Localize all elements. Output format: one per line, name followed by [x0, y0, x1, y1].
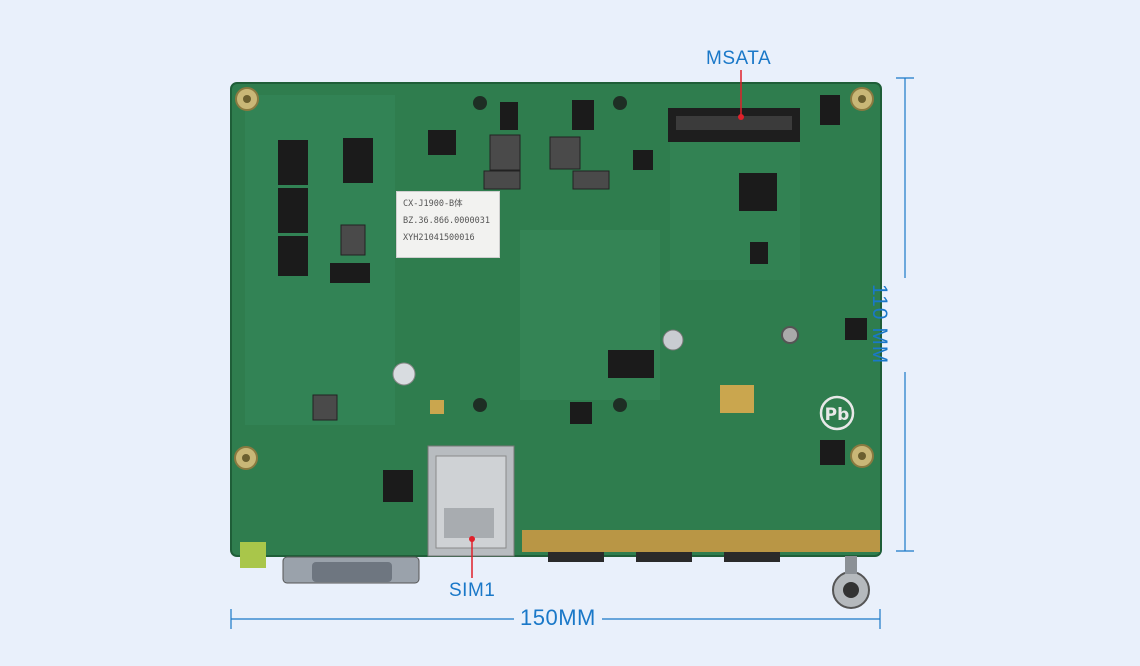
sticker-line-3: XYH21041500016 [403, 233, 475, 243]
board-sticker: CX-J1900-B体 BZ.36.866.0000031 XYH2104150… [396, 191, 500, 258]
sticker-line-1: CX-J1900-B体 [403, 199, 463, 209]
sim-pointer-dot [469, 536, 475, 542]
height-dimension-label: 110 MM [868, 284, 891, 365]
pb-logo-text: Pb [825, 405, 850, 425]
msata-label: MSATA [706, 48, 772, 69]
sticker-line-2: BZ.36.866.0000031 [403, 216, 490, 226]
msata-pointer-dot [738, 114, 744, 120]
width-dimension-label: 150MM [514, 605, 602, 631]
sim-label: SIM1 [449, 580, 496, 601]
